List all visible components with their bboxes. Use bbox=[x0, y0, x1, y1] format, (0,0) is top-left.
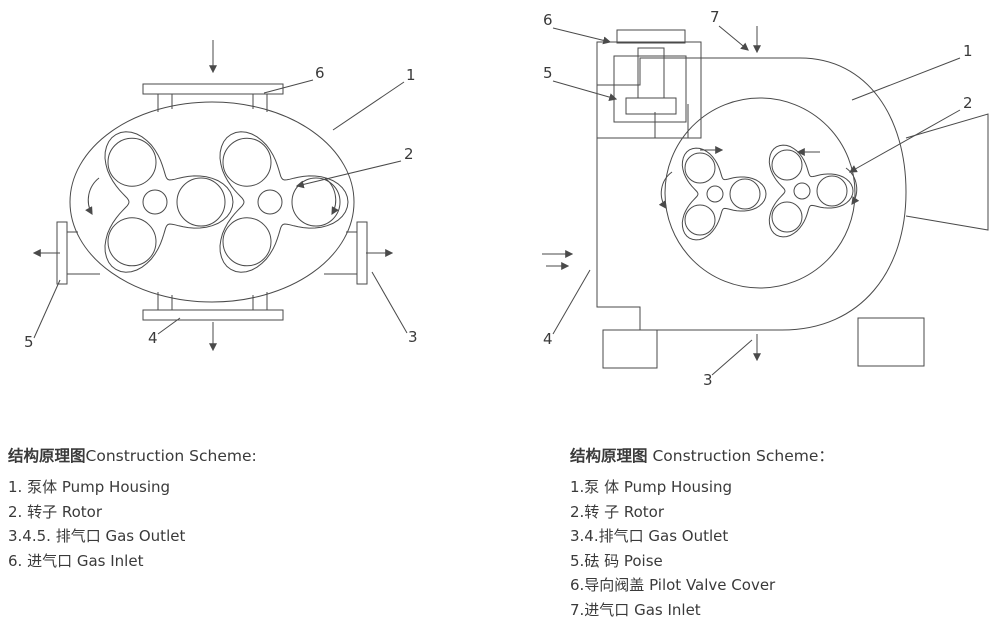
rotation-arrow-icon bbox=[324, 177, 339, 216]
legend-left: 结构原理图Construction Scheme: 1. 泵体 Pump Hou… bbox=[8, 444, 257, 573]
right-flow-arrows bbox=[542, 26, 860, 362]
left-flow-arrows bbox=[32, 40, 394, 352]
legend-right-item-2: 2.转 子 Rotor bbox=[570, 502, 664, 521]
left-callout-2: 2 bbox=[404, 145, 414, 163]
right-callout-1: 1 bbox=[963, 42, 973, 60]
legend-right: 结构原理图 Construction Scheme： 1.泵 体 Pump Ho… bbox=[570, 444, 834, 621]
legend-left-item-1: 1. 泵体 Pump Housing bbox=[8, 478, 171, 496]
left-side-outlet-port-right bbox=[324, 221, 368, 285]
right-callout-4: 4 bbox=[543, 330, 553, 348]
legend-left-title: 结构原理图Construction Scheme: bbox=[8, 444, 257, 466]
rotor-chamber bbox=[664, 97, 856, 289]
right-callout-leaders bbox=[552, 25, 961, 376]
right-callout-6: 6 bbox=[543, 11, 553, 29]
left-callout-1: 1 bbox=[406, 66, 416, 84]
left-bottom-outlet-port bbox=[142, 292, 284, 321]
right-mounting-feet bbox=[602, 317, 925, 369]
left-side-outlet-port-left bbox=[56, 221, 100, 285]
right-callout-7: 7 bbox=[710, 8, 720, 26]
legend-left-item-2: 2. 转子 Rotor bbox=[8, 502, 102, 521]
left-callout-6: 6 bbox=[315, 64, 325, 82]
left-callout-5: 5 bbox=[24, 333, 34, 351]
legend-right-item-3: 3.4.排气口 Gas Outlet bbox=[570, 527, 729, 546]
left-callout-leaders bbox=[33, 79, 408, 339]
valve-cover-cap bbox=[616, 29, 686, 44]
right-callout-2: 2 bbox=[963, 94, 973, 112]
right-pump-housing bbox=[596, 57, 907, 331]
right-outlet-cone bbox=[905, 113, 989, 231]
legend-left-title-en: Construction Scheme: bbox=[85, 447, 257, 465]
legend-left-item-3: 3.4.5. 排气口 Gas Outlet bbox=[8, 527, 186, 546]
right-callout-3: 3 bbox=[703, 371, 713, 389]
left-diagram-rotor-left bbox=[104, 131, 234, 273]
legend-right-item-5: 6.导向阀盖 Pilot Valve Cover bbox=[570, 576, 776, 595]
legend-right-item-1: 1.泵 体 Pump Housing bbox=[570, 478, 733, 496]
right-callout-5: 5 bbox=[543, 64, 553, 82]
legend-right-title-zh: 结构原理图 bbox=[570, 447, 648, 465]
left-diagram-rotor-right bbox=[219, 131, 349, 273]
right-callouts: 6 7 1 2 5 4 3 bbox=[543, 8, 973, 389]
rotation-arrow-icon bbox=[85, 177, 100, 216]
left-pump-housing bbox=[69, 101, 355, 303]
left-callouts: 6 1 2 3 4 5 bbox=[24, 64, 418, 351]
legend-right-item-4: 5.砝 码 Poise bbox=[570, 551, 663, 570]
legend-right-item-6: 7.进气口 Gas Inlet bbox=[570, 600, 701, 619]
legend-right-title: 结构原理图 Construction Scheme： bbox=[570, 444, 834, 466]
left-callout-4: 4 bbox=[148, 329, 158, 347]
right-diagram-rotor-left bbox=[681, 147, 767, 241]
right-diagram-rotor-right bbox=[768, 144, 854, 238]
left-top-inlet-port bbox=[142, 83, 284, 112]
left-callout-3: 3 bbox=[408, 328, 418, 346]
legend-left-item-4: 6. 进气口 Gas Inlet bbox=[8, 551, 144, 570]
pump-diagrams: 6 1 2 3 4 5 bbox=[24, 8, 989, 389]
rotation-arrow-icon bbox=[658, 171, 673, 209]
legend-right-title-en: Construction Scheme： bbox=[647, 447, 834, 465]
poise-weight bbox=[625, 97, 677, 115]
right-pilot-valve-assembly bbox=[596, 29, 702, 139]
legend-left-title-zh: 结构原理图 bbox=[8, 447, 86, 465]
